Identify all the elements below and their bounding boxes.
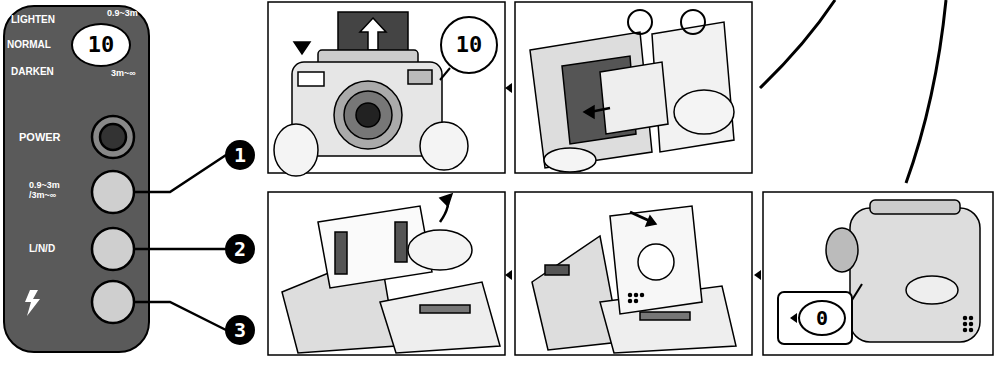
step-frame [763,192,993,355]
callout-number: 2 [234,239,246,259]
callout-number: 3 [234,320,246,340]
step-frame [515,192,752,355]
camera-front [274,12,468,176]
button-label: L/N/D [29,243,55,254]
step-frames [268,2,993,355]
callout-number: 1 [234,145,246,165]
step-frame [515,2,752,173]
counter-digits: 10 [88,34,115,56]
flow-curve [760,0,835,88]
flow-curves [760,0,946,183]
camera-pull-tab [282,194,500,353]
button-label: 0.9~3m /3m~∞ [29,181,73,201]
counter-display: 10 [71,23,131,67]
step-frame [268,192,505,355]
callout-circle: 1 [225,140,255,170]
counter-digits: 0 [816,308,828,328]
panel-body [4,6,149,352]
camera-back [778,200,980,344]
callout-circle: 2 [225,234,255,264]
step-arrow [505,270,512,280]
range-label: 3m~∞ [111,69,136,79]
counter-digits: 10 [456,34,483,56]
step-arrow [505,83,512,93]
flow-curve [906,0,946,183]
magnified-counter: 10 [440,16,498,74]
button-label: POWER [19,131,61,143]
callout-circle: 3 [225,315,255,345]
exposure-label: LIGHTEN [11,14,55,25]
control-panel: LIGHTEN NORMAL DARKEN 0.9~3m 3m~∞ POWER 0.9~3m… [3,5,150,353]
step-arrow [754,270,761,280]
exposure-label: DARKEN [11,66,54,77]
camera-back-open [530,10,734,172]
camera-insert-pack [532,206,736,353]
exposure-label: NORMAL [7,39,51,50]
range-label: 0.9~3m [107,9,138,19]
counter-display: 0 [798,300,846,336]
